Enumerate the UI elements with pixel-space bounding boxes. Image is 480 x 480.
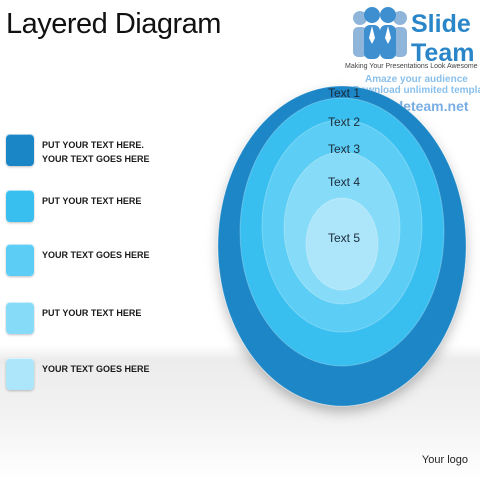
watermark-line1: Amaze your audience <box>365 74 468 85</box>
legend-text: PUT YOUR TEXT HERE <box>42 308 142 318</box>
ring-layer-5 <box>305 197 379 291</box>
ring-label-5: Text 5 <box>328 231 360 245</box>
legend-swatch <box>6 358 34 390</box>
brand-name-line2: Team <box>411 39 475 67</box>
legend-text: YOUR TEXT GOES HERE <box>42 364 150 374</box>
legend-item: PUT YOUR TEXT HERE. YOUR TEXT GOES HERE <box>6 134 306 174</box>
brand-tagline: Making Your Presentations Look Awesome <box>345 63 478 70</box>
people-icon <box>353 7 407 59</box>
ring-label-3: Text 3 <box>328 142 360 156</box>
legend-swatch <box>6 134 34 166</box>
your-logo-text: Your logo <box>421 454 468 466</box>
legend-item: YOUR TEXT GOES HERE <box>6 244 306 284</box>
slide-title: Layered Diagram <box>6 8 221 40</box>
ring-label-1: Text 1 <box>328 86 360 100</box>
slideteam-logo: Slide Team Making Your Presentations Loo… <box>343 4 480 116</box>
legend-swatch <box>6 244 34 276</box>
legend-text: PUT YOUR TEXT HERE. YOUR TEXT GOES HERE <box>42 140 150 164</box>
legend-item: PUT YOUR TEXT HERE <box>6 190 306 230</box>
legend-item: PUT YOUR TEXT HERE <box>6 302 306 342</box>
legend-text: YOUR TEXT GOES HERE <box>42 250 150 260</box>
legend-item: YOUR TEXT GOES HERE <box>6 358 306 398</box>
brand-name-line1: Slide <box>411 10 471 38</box>
ring-label-4: Text 4 <box>328 175 360 189</box>
ring-label-2: Text 2 <box>328 115 360 129</box>
legend-swatch <box>6 190 34 222</box>
legend-swatch <box>6 302 34 334</box>
legend-text: PUT YOUR TEXT HERE <box>42 196 142 206</box>
watermark-line2: Download unlimited templates <box>353 85 480 96</box>
